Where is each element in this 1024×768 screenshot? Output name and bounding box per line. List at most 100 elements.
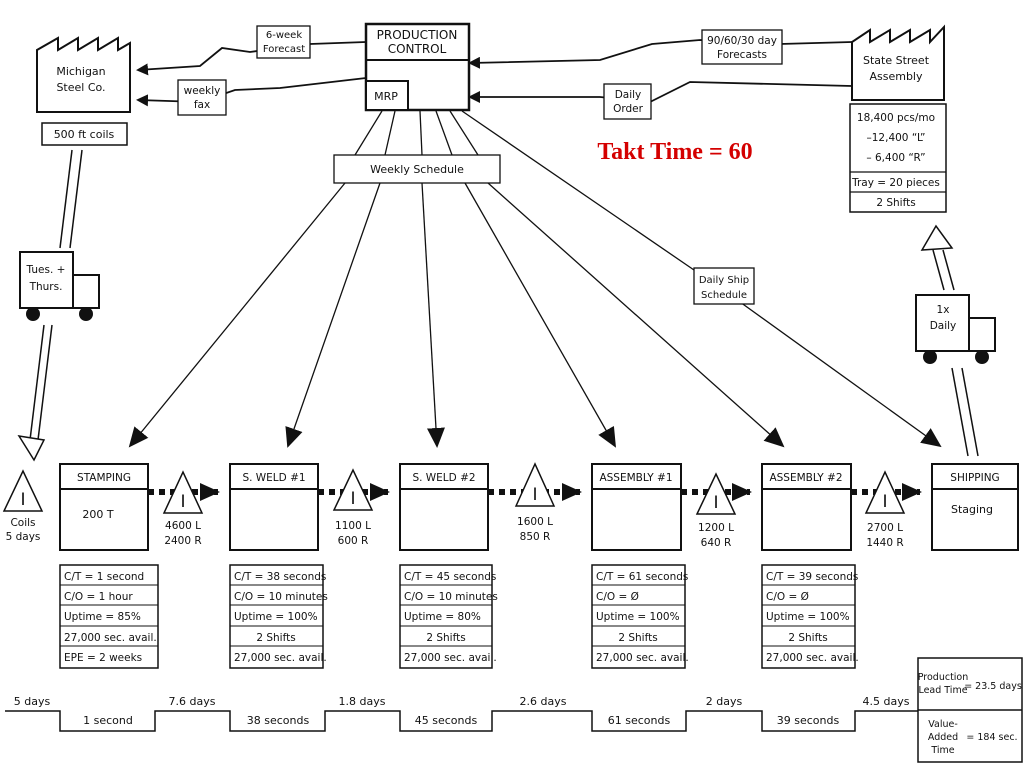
customer-demand-3: – 6,400 “R” bbox=[866, 152, 925, 164]
data-box-s-weld-1: C/T = 38 seconds C/O = 10 minutes Uptime… bbox=[229, 564, 328, 669]
forecast-6wk-line2: Forecast bbox=[263, 44, 305, 55]
process-name: ASSEMBLY #2 bbox=[769, 472, 842, 484]
data-cell: C/T = 45 seconds bbox=[404, 571, 496, 583]
data-cell: C/T = 61 seconds bbox=[596, 571, 688, 583]
outbound-truck-line2: Daily bbox=[930, 320, 957, 332]
process-assembly-1: ASSEMBLY #1 bbox=[591, 463, 682, 551]
data-cell: 27,000 sec. avail. bbox=[234, 652, 327, 664]
lead-time-value: = 23.5 days bbox=[964, 681, 1022, 692]
data-cell: Uptime = 100% bbox=[766, 611, 850, 623]
customer-tray: Tray = 20 pieces bbox=[851, 177, 940, 189]
inventory-4: I 1200 L 640 R bbox=[695, 472, 737, 549]
inventory-line1: 1100 L bbox=[335, 520, 371, 532]
forecast-flow-line bbox=[136, 41, 367, 76]
weekly-fax-line1: weekly bbox=[184, 85, 221, 97]
supplier-material: 500 ft coils bbox=[54, 128, 115, 141]
data-cell: C/T = 38 seconds bbox=[234, 571, 326, 583]
lead-time-label-2: Lead Time bbox=[918, 685, 967, 696]
inventory-line1: Coils bbox=[10, 517, 35, 529]
data-cell: C/O = 10 minutes bbox=[404, 591, 498, 603]
daily-order-line1: Daily bbox=[615, 89, 642, 101]
daily-order-line2: Order bbox=[613, 103, 644, 115]
lead-time-label-1: Production bbox=[918, 672, 969, 683]
outbound-truck: 1x Daily bbox=[915, 294, 996, 364]
inventory-symbol: I bbox=[532, 485, 537, 505]
customer-factory: State Street Assembly 18,400 pcs/mo –12,… bbox=[849, 24, 947, 213]
forecasts-90-60-30-label: 90/60/30 day Forecasts bbox=[701, 29, 783, 65]
inventory-line2: 600 R bbox=[338, 535, 369, 547]
weekly-fax-line2: fax bbox=[194, 99, 210, 111]
inventory-line2: 850 R bbox=[520, 531, 551, 543]
process-name: STAMPING bbox=[77, 472, 131, 484]
inbound-truck-line1: Tues. + bbox=[26, 264, 66, 276]
production-control-title-2: CONTROL bbox=[388, 42, 447, 56]
process-name: S. WELD #1 bbox=[242, 472, 305, 484]
data-box-assembly-2: C/T = 39 seconds C/O = Ø Uptime = 100% 2… bbox=[761, 564, 859, 669]
outbound-shipment-arrow bbox=[920, 224, 979, 457]
supplier-factory: Michigan Steel Co. 500 ft coils bbox=[36, 36, 131, 146]
takt-time: Takt Time = 60 bbox=[597, 139, 752, 165]
inventory-line1: 2700 L bbox=[867, 522, 903, 534]
data-cell: Uptime = 100% bbox=[596, 611, 680, 623]
inventory-3: I 1600 L 850 R bbox=[514, 462, 556, 543]
inventory-line2: 640 R bbox=[701, 537, 732, 549]
weekly-schedule-text: Weekly Schedule bbox=[370, 163, 464, 176]
process-body: Staging bbox=[951, 503, 993, 516]
value-added-value: = 184 sec. bbox=[966, 732, 1017, 743]
schedule-flow-lines bbox=[128, 110, 942, 448]
inventory-1: I 4600 L 2400 R bbox=[162, 470, 204, 547]
timeline-days: 1.8 days bbox=[339, 695, 386, 708]
data-cell: C/O = 10 minutes bbox=[234, 591, 328, 603]
data-cell: C/T = 1 second bbox=[64, 571, 144, 583]
forecast-6wk-line1: 6-week bbox=[266, 30, 302, 41]
customer-shifts: 2 Shifts bbox=[876, 197, 915, 209]
timeline-seconds: 39 seconds bbox=[777, 714, 840, 727]
inventory-line2: 1440 R bbox=[866, 537, 903, 549]
forecasts-flow-line bbox=[468, 39, 853, 69]
daily-order-label: Daily Order bbox=[603, 83, 652, 120]
inventory-line2: 5 days bbox=[6, 531, 41, 543]
data-cell: Uptime = 100% bbox=[234, 611, 318, 623]
inventory-5: I 2700 L 1440 R bbox=[864, 470, 906, 549]
customer-demand-2: –12,400 “L” bbox=[867, 132, 926, 144]
timeline-seconds: 1 second bbox=[83, 714, 133, 727]
process-s-weld-2: S. WELD #2 bbox=[399, 463, 489, 551]
timeline-days: 7.6 days bbox=[169, 695, 216, 708]
process-name: SHIPPING bbox=[950, 472, 999, 484]
process-shipping: SHIPPING Staging bbox=[931, 463, 1019, 551]
timeline-days: 4.5 days bbox=[863, 695, 910, 708]
inventory-line2: 2400 R bbox=[164, 535, 201, 547]
data-cell: Uptime = 85% bbox=[64, 611, 141, 623]
inventory-line1: 1200 L bbox=[698, 522, 734, 534]
process-s-weld-1: S. WELD #1 bbox=[229, 463, 319, 551]
process-name: ASSEMBLY #1 bbox=[599, 472, 672, 484]
inventory-symbol: I bbox=[350, 489, 355, 509]
inbound-shipment-arrow bbox=[17, 149, 83, 462]
daily-ship-schedule-label: Daily Ship Schedule bbox=[693, 267, 755, 305]
process-stamping: STAMPING 200 T bbox=[59, 463, 149, 551]
daily-ship-line1: Daily Ship bbox=[699, 275, 749, 286]
customer-demand-1: 18,400 pcs/mo bbox=[857, 112, 935, 124]
customer-name-1: State Street bbox=[863, 54, 930, 67]
inbound-truck: Tues. + Thurs. bbox=[19, 251, 100, 321]
data-cell: C/O = 1 hour bbox=[64, 591, 133, 603]
timeline-seconds: 61 seconds bbox=[608, 714, 671, 727]
data-cell: 27,000 sec. avail. bbox=[64, 632, 157, 644]
weekly-schedule-label: Weekly Schedule bbox=[333, 154, 501, 184]
inventory-symbol: I bbox=[180, 492, 185, 512]
data-cell: Uptime = 80% bbox=[404, 611, 481, 623]
forecast-6wk-label: 6-week Forecast bbox=[256, 25, 311, 59]
timeline-seconds: 38 seconds bbox=[247, 714, 310, 727]
supplier-name-2: Steel Co. bbox=[56, 81, 105, 94]
data-cell: 27,000 sec. avail. bbox=[766, 652, 859, 664]
data-cell: 2 Shifts bbox=[256, 632, 295, 644]
inventory-line1: 4600 L bbox=[165, 520, 201, 532]
data-cell: 2 Shifts bbox=[426, 632, 465, 644]
data-cell: 2 Shifts bbox=[788, 632, 827, 644]
outbound-truck-line1: 1x bbox=[937, 304, 950, 316]
process-assembly-2: ASSEMBLY #2 bbox=[761, 463, 852, 551]
timeline-days: 2 days bbox=[706, 695, 743, 708]
inventory-symbol: I bbox=[20, 490, 25, 510]
daily-order-flow-line bbox=[468, 81, 853, 103]
